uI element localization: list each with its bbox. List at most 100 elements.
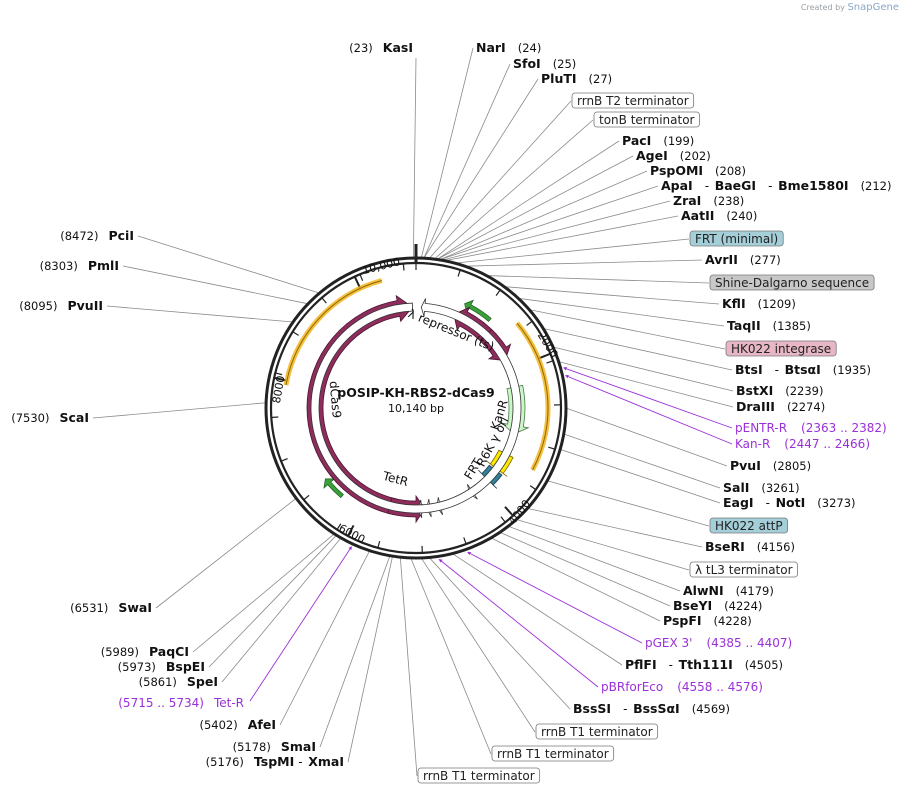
primer-line xyxy=(467,551,643,644)
primer-name: pBRforEco xyxy=(601,680,663,694)
leader-line xyxy=(106,305,294,323)
right-label-20: pENTR-R(2363 .. 2382) xyxy=(735,421,887,435)
feature-name: λ tL3 terminator xyxy=(695,563,793,577)
leader-line xyxy=(452,553,623,666)
leader-line xyxy=(486,275,710,284)
site-position: (240) xyxy=(726,209,757,223)
site-position: (1385) xyxy=(773,319,811,333)
leader-line xyxy=(347,556,393,763)
site-position: (1209) xyxy=(758,297,796,311)
enzyme-name: SpeI xyxy=(187,674,218,689)
left-label-3: (8095)PvuII xyxy=(19,298,103,313)
leader-line xyxy=(279,550,371,726)
primer-line xyxy=(438,558,599,688)
tick-mark xyxy=(303,494,310,501)
tick-mark xyxy=(457,269,461,277)
site-position: (8303) xyxy=(40,259,78,273)
enzyme-name: BseRI xyxy=(705,539,745,554)
primer-line xyxy=(564,375,733,445)
leader-line xyxy=(499,531,671,607)
site-labels: NarI(24)SfoI(25)PluTI(27)rrnB T2 termina… xyxy=(11,40,892,784)
tick-mark xyxy=(463,537,467,545)
right-label-8: ApaI-BaeGI-Bme1580I(212) xyxy=(661,178,892,193)
leader-line xyxy=(552,346,734,392)
site-position: (4224) xyxy=(724,599,762,613)
right-label-25: HK022 attP xyxy=(709,517,789,534)
enzyme-name: BssSαI xyxy=(633,701,680,716)
major-tick xyxy=(347,524,355,537)
right-label-19: DraIII(2274) xyxy=(736,399,825,414)
leader-line xyxy=(464,259,703,267)
primer-line xyxy=(563,367,733,429)
major-tick xyxy=(273,376,287,382)
site-position: (5178) xyxy=(233,740,271,754)
leader-lines xyxy=(92,47,734,777)
enzyme-name: PspFI xyxy=(663,613,702,628)
left-label-8: (5861) SpeI xyxy=(139,674,218,689)
site-position: (212) xyxy=(861,179,892,193)
right-label-5: PacI(199) xyxy=(622,133,694,148)
leader-line xyxy=(439,185,659,261)
site-position: (2239) xyxy=(785,384,823,398)
site-position: (2274) xyxy=(787,400,825,414)
enzyme-name: TspMI xyxy=(254,754,294,769)
site-position: (5402) xyxy=(200,718,238,732)
credit-text: Created by xyxy=(800,3,845,12)
left-label-0: (23)KasI xyxy=(349,40,413,55)
leader-line xyxy=(439,170,648,261)
enzyme-name: KflI xyxy=(722,296,746,311)
site-position: (6531) xyxy=(70,601,108,615)
leader-line xyxy=(428,100,572,259)
site-position: (5861) xyxy=(139,675,177,689)
site-position: (7530) xyxy=(11,411,49,425)
leader-line xyxy=(434,119,594,260)
site-position: (5176) xyxy=(206,755,244,769)
orange-arc xyxy=(283,278,383,386)
name-separator: - xyxy=(705,179,709,193)
right-label-22: PvuI (2805) xyxy=(730,458,811,473)
leader-line xyxy=(436,140,620,260)
enzyme-name: PvuI xyxy=(730,458,761,473)
enzyme-name: PluTI xyxy=(541,71,577,86)
leader-line xyxy=(516,519,690,571)
feature-name: rrnB T1 terminator xyxy=(541,725,653,739)
left-label-11: (5178)SmaI xyxy=(233,739,316,754)
leader-line xyxy=(547,480,710,527)
site-position: (208) xyxy=(715,164,746,178)
major-tick xyxy=(538,352,551,360)
right-label-14: KflI (1209) xyxy=(722,296,796,311)
right-label-36: rrnB T1 terminator xyxy=(491,745,615,762)
right-label-12: AvrII(277) xyxy=(705,252,781,267)
feature-box xyxy=(491,745,615,762)
tick-mark xyxy=(526,320,533,326)
name-separator: - xyxy=(768,179,772,193)
right-label-16: HK022 integrase xyxy=(725,340,837,357)
leader-line xyxy=(428,557,571,710)
enzyme-name: BtsαI xyxy=(785,362,821,377)
enzyme-name: NotI xyxy=(776,495,806,510)
enzyme-name: SwaI xyxy=(118,600,152,615)
leader-line xyxy=(208,534,337,668)
leader-line xyxy=(518,297,725,327)
site-position: (4569) xyxy=(692,702,730,716)
enzyme-name: PaqCI xyxy=(149,644,189,659)
site-position: (5973) xyxy=(118,660,156,674)
snapgene-brand: SnapGene xyxy=(847,2,899,13)
tetr-label: TetR xyxy=(380,469,409,489)
site-position: (2805) xyxy=(773,459,811,473)
feature-box xyxy=(689,230,784,247)
right-label-4: tonB terminator xyxy=(593,111,700,128)
feature-box xyxy=(593,111,700,128)
enzyme-name: ScaI xyxy=(60,410,90,425)
enzyme-name: BaeGI xyxy=(715,178,756,193)
site-position: (8472) xyxy=(60,229,98,243)
leader-line xyxy=(423,63,511,259)
tick-label-10000: 10,000 xyxy=(361,255,402,277)
site-position: (3261) xyxy=(761,481,799,495)
primer-name: Kan-R xyxy=(735,437,770,451)
right-label-11: FRT (minimal) xyxy=(689,230,784,247)
enzyme-name: EagI xyxy=(723,495,754,510)
right-label-37: rrnB T1 terminator xyxy=(417,767,541,784)
leader-line xyxy=(560,448,721,504)
